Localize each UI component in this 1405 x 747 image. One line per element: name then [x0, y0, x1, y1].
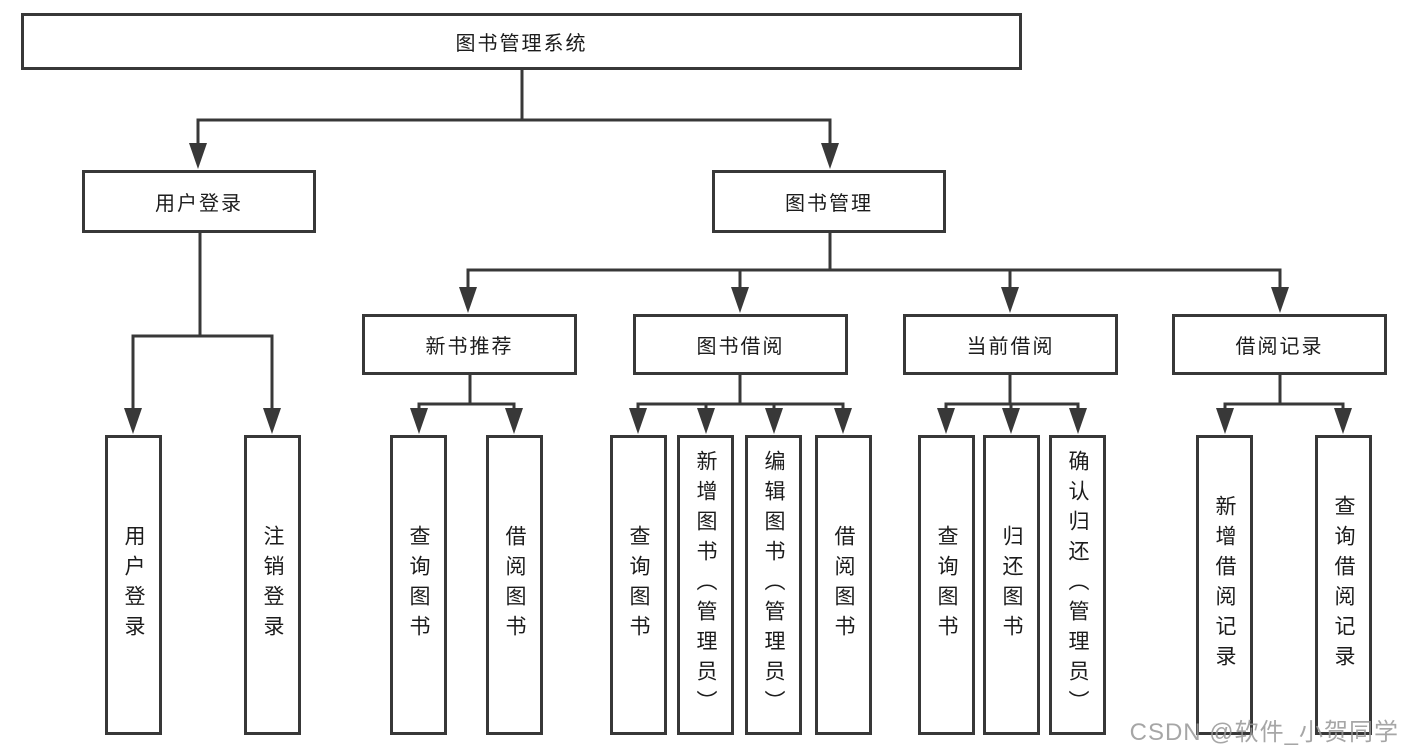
node-current-borrow: 当前借阅: [903, 314, 1118, 375]
leaf-query-books: 查询图书: [610, 435, 667, 735]
node-label: 新增图书（管理员）: [694, 450, 717, 720]
node-label: 当前借阅: [966, 336, 1055, 358]
node-label: 注销登录: [261, 525, 284, 645]
node-label: 查询图书: [627, 525, 650, 645]
leaf-add-books-admin: 新增图书（管理员）: [677, 435, 734, 735]
node-label: 图书借阅: [696, 336, 785, 358]
node-label: 图书管理系统: [455, 33, 588, 55]
node-book-management: 图书管理: [712, 170, 946, 233]
node-label: 新增借阅记录: [1213, 495, 1236, 675]
leaf-query-books: 查询图书: [918, 435, 975, 735]
node-label: 归还图书: [1000, 525, 1023, 645]
leaf-query-books: 查询图书: [390, 435, 447, 735]
csdn-watermark: CSDN @软件_小贺同学: [1129, 719, 1399, 746]
leaf-user-login: 用户登录: [105, 435, 162, 735]
node-label: 查询图书: [407, 525, 430, 645]
leaf-confirm-return-admin: 确认归还（管理员）: [1049, 435, 1106, 735]
node-label: 用户登录: [122, 525, 145, 645]
leaf-logout: 注销登录: [244, 435, 301, 735]
leaf-borrow-books: 借阅图书: [815, 435, 872, 735]
node-label: 借阅记录: [1235, 336, 1324, 358]
node-label: 查询借阅记录: [1332, 495, 1355, 675]
leaf-borrow-books: 借阅图书: [486, 435, 543, 735]
node-borrow-records: 借阅记录: [1172, 314, 1387, 375]
node-label: 确认归还（管理员）: [1066, 450, 1089, 720]
node-label: 新书推荐: [425, 336, 514, 358]
leaf-edit-books-admin: 编辑图书（管理员）: [745, 435, 802, 735]
leaf-add-borrow-record: 新增借阅记录: [1196, 435, 1253, 735]
leaf-query-borrow-record: 查询借阅记录: [1315, 435, 1372, 735]
node-user-login: 用户登录: [82, 170, 316, 233]
node-new-book-recommend: 新书推荐: [362, 314, 577, 375]
node-label: 编辑图书（管理员）: [762, 450, 785, 720]
leaf-return-books: 归还图书: [983, 435, 1040, 735]
node-label: 图书管理: [785, 193, 873, 215]
node-label: 借阅图书: [832, 525, 855, 645]
node-label: 查询图书: [935, 525, 958, 645]
node-label: 借阅图书: [503, 525, 526, 645]
node-root-system: 图书管理系统: [21, 13, 1022, 70]
node-label: 用户登录: [155, 193, 243, 215]
node-book-borrow: 图书借阅: [633, 314, 848, 375]
